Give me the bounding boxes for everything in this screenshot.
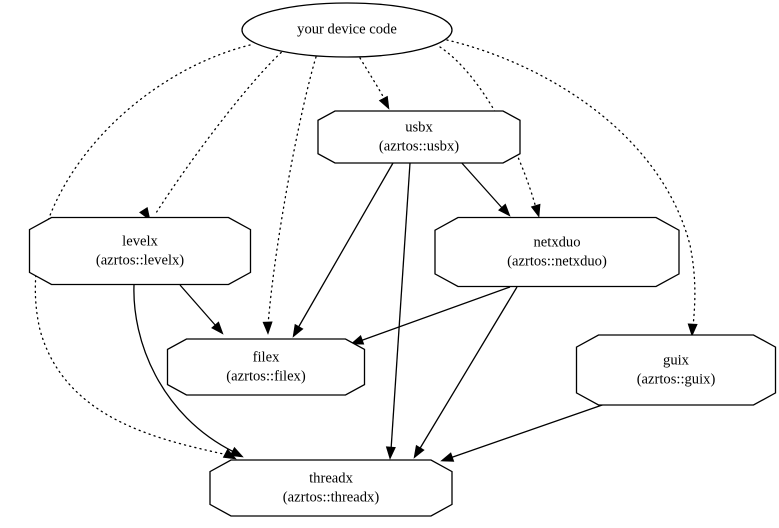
arrow-head-netxduo-threadx — [413, 444, 425, 459]
edge-path-device-usbx — [359, 57, 386, 101]
node-label-guix-line2: (azrtos::guix) — [637, 371, 716, 387]
edge-path-device-levelx — [155, 48, 286, 214]
arrow-head-guix-threadx — [440, 452, 455, 462]
edge-path-netxduo-threadx — [418, 286, 518, 451]
arrow-head-netxduo-filex — [350, 335, 365, 345]
node-shape-guix[interactable] — [575, 334, 777, 406]
edge-levelx-filex — [179, 284, 224, 335]
arrow-head-usbx-netxduo — [498, 203, 511, 217]
edge-path-device-guix — [446, 39, 696, 328]
node-device[interactable]: your device code — [241, 2, 453, 58]
node-label-threadx-line2: (azrtos::threadx) — [283, 489, 380, 505]
edge-device-guix — [446, 39, 698, 337]
node-label-filex-line2: (azrtos::filex) — [226, 368, 306, 384]
node-filex[interactable]: filex(azrtos::filex) — [166, 338, 366, 396]
node-label-netxduo-line1: netxduo — [533, 234, 580, 250]
edge-path-usbx-filex — [297, 162, 394, 329]
node-shape-filex[interactable] — [166, 338, 366, 396]
edge-netxduo-threadx — [413, 286, 518, 459]
node-label-levelx-line1: levelx — [122, 233, 158, 249]
edge-path-device-threadx — [34, 44, 251, 456]
node-shape-threadx[interactable] — [209, 459, 453, 517]
node-threadx[interactable]: threadx(azrtos::threadx) — [209, 459, 453, 517]
arrow-head-device-guix — [687, 323, 698, 337]
node-levelx[interactable]: levelx(azrtos::levelx) — [28, 216, 252, 286]
node-shape-levelx[interactable] — [28, 216, 252, 286]
node-label-levelx-line2: (azrtos::levelx) — [96, 252, 184, 268]
arrow-head-device-filex — [262, 321, 273, 335]
node-label-usbx-line2: (azrtos::usbx) — [379, 138, 459, 154]
node-label-device-line1: your device code — [297, 21, 397, 37]
edge-usbx-filex — [292, 162, 394, 338]
edge-guix-threadx — [440, 402, 609, 462]
arrow-head-levelx-threadx — [229, 446, 244, 458]
node-label-threadx-line1: threadx — [309, 470, 353, 486]
edge-path-device-filex — [267, 56, 317, 326]
node-label-netxduo-line2: (azrtos::netxduo) — [507, 253, 607, 269]
edge-path-usbx-netxduo — [459, 160, 504, 210]
node-shape-device[interactable] — [241, 2, 453, 58]
node-label-guix-line1: guix — [663, 352, 690, 368]
edge-usbx-threadx — [385, 162, 411, 460]
node-guix[interactable]: guix(azrtos::guix) — [575, 334, 777, 406]
arrow-head-device-netxduo — [530, 203, 541, 218]
edges-layer — [34, 39, 698, 462]
edge-netxduo-filex — [350, 286, 511, 345]
edge-path-usbx-threadx — [390, 162, 411, 451]
node-label-filex-line1: filex — [253, 349, 280, 365]
arrow-head-usbx-filex — [292, 323, 304, 338]
edge-usbx-netxduo — [459, 160, 511, 217]
edge-path-levelx-threadx — [133, 284, 235, 453]
edge-path-netxduo-filex — [359, 286, 511, 342]
node-label-usbx-line1: usbx — [405, 119, 433, 135]
edge-levelx-threadx — [133, 284, 244, 458]
edge-device-filex — [262, 56, 317, 335]
edge-path-guix-threadx — [449, 402, 609, 459]
edge-device-levelx — [139, 48, 286, 221]
arrow-head-usbx-threadx — [385, 446, 396, 460]
nodes-layer: your device codeusbx(azrtos::usbx)levelx… — [28, 2, 777, 517]
arrow-head-levelx-filex — [211, 321, 224, 335]
node-netxduo[interactable]: netxduo(azrtos::netxduo) — [434, 216, 680, 288]
edge-device-usbx — [359, 57, 390, 110]
edge-path-levelx-filex — [179, 284, 217, 327]
node-usbx[interactable]: usbx(azrtos::usbx) — [317, 110, 521, 164]
arrow-head-device-usbx — [378, 95, 390, 110]
node-shape-netxduo[interactable] — [434, 216, 680, 288]
node-shape-usbx[interactable] — [317, 110, 521, 164]
